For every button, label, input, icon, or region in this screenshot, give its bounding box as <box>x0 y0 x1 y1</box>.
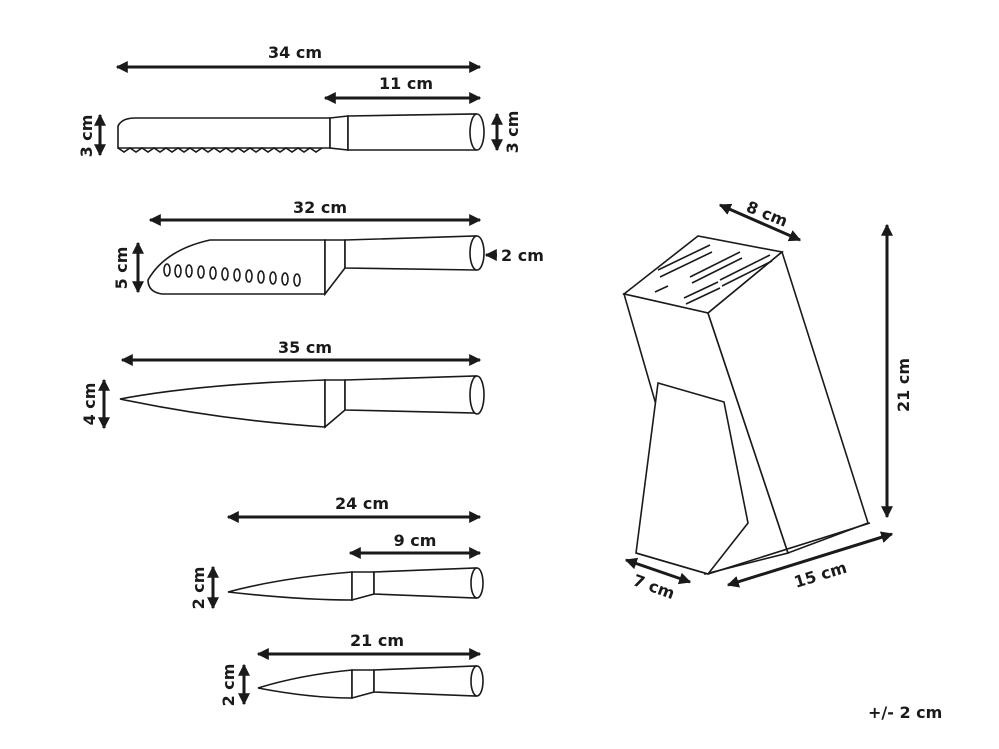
paring-knife-group: 21 cm 2 cm <box>219 631 484 707</box>
bread-knife-group: 34 cm 11 cm 3 cm 3 cm <box>77 43 522 157</box>
utility-knife-blade-height-label: 2 cm <box>189 567 208 610</box>
tolerance-note: +/- 2 cm <box>868 703 943 722</box>
chef-knife-drawing <box>119 375 485 429</box>
paring-knife-drawing <box>257 665 484 700</box>
santoku-knife-drawing <box>147 235 485 297</box>
bread-knife-handle-height-label: 3 cm <box>503 111 522 154</box>
bread-knife-handle-label: 11 cm <box>379 74 433 93</box>
chef-knife-length-label: 35 cm <box>278 338 332 357</box>
santoku-knife-length-label: 32 cm <box>293 198 347 217</box>
block-top-width-arrow <box>718 203 802 242</box>
chef-knife-group: 35 cm 4 cm <box>80 338 485 430</box>
paring-knife-blade-height-label: 2 cm <box>219 664 238 707</box>
knife-block-drawing <box>622 235 871 575</box>
utility-knife-drawing <box>227 567 484 602</box>
knife-block-group: 8 cm 21 cm 7 cm 15 cm <box>622 197 913 603</box>
chef-knife-blade-height-label: 4 cm <box>80 383 99 426</box>
utility-knife-length-label: 24 cm <box>335 494 389 513</box>
santoku-dimples <box>163 263 301 287</box>
bread-knife-drawing <box>117 113 485 153</box>
santoku-knife-blade-height-label: 5 cm <box>112 247 131 290</box>
knife-slots <box>654 244 773 305</box>
block-height-label: 21 cm <box>894 358 913 412</box>
utility-knife-handle-label: 9 cm <box>394 531 437 550</box>
santoku-knife-group: 32 cm 5 cm 2 cm <box>112 198 544 297</box>
santoku-knife-diameter-label: 2 cm <box>501 246 544 265</box>
utility-knife-group: 24 cm 9 cm 2 cm <box>189 494 484 610</box>
bread-knife-blade-height-label: 3 cm <box>77 115 96 158</box>
bread-knife-length-label: 34 cm <box>268 43 322 62</box>
paring-knife-length-label: 21 cm <box>350 631 404 650</box>
block-base-length-arrow <box>726 531 894 588</box>
block-base-depth-arrow <box>624 557 692 585</box>
